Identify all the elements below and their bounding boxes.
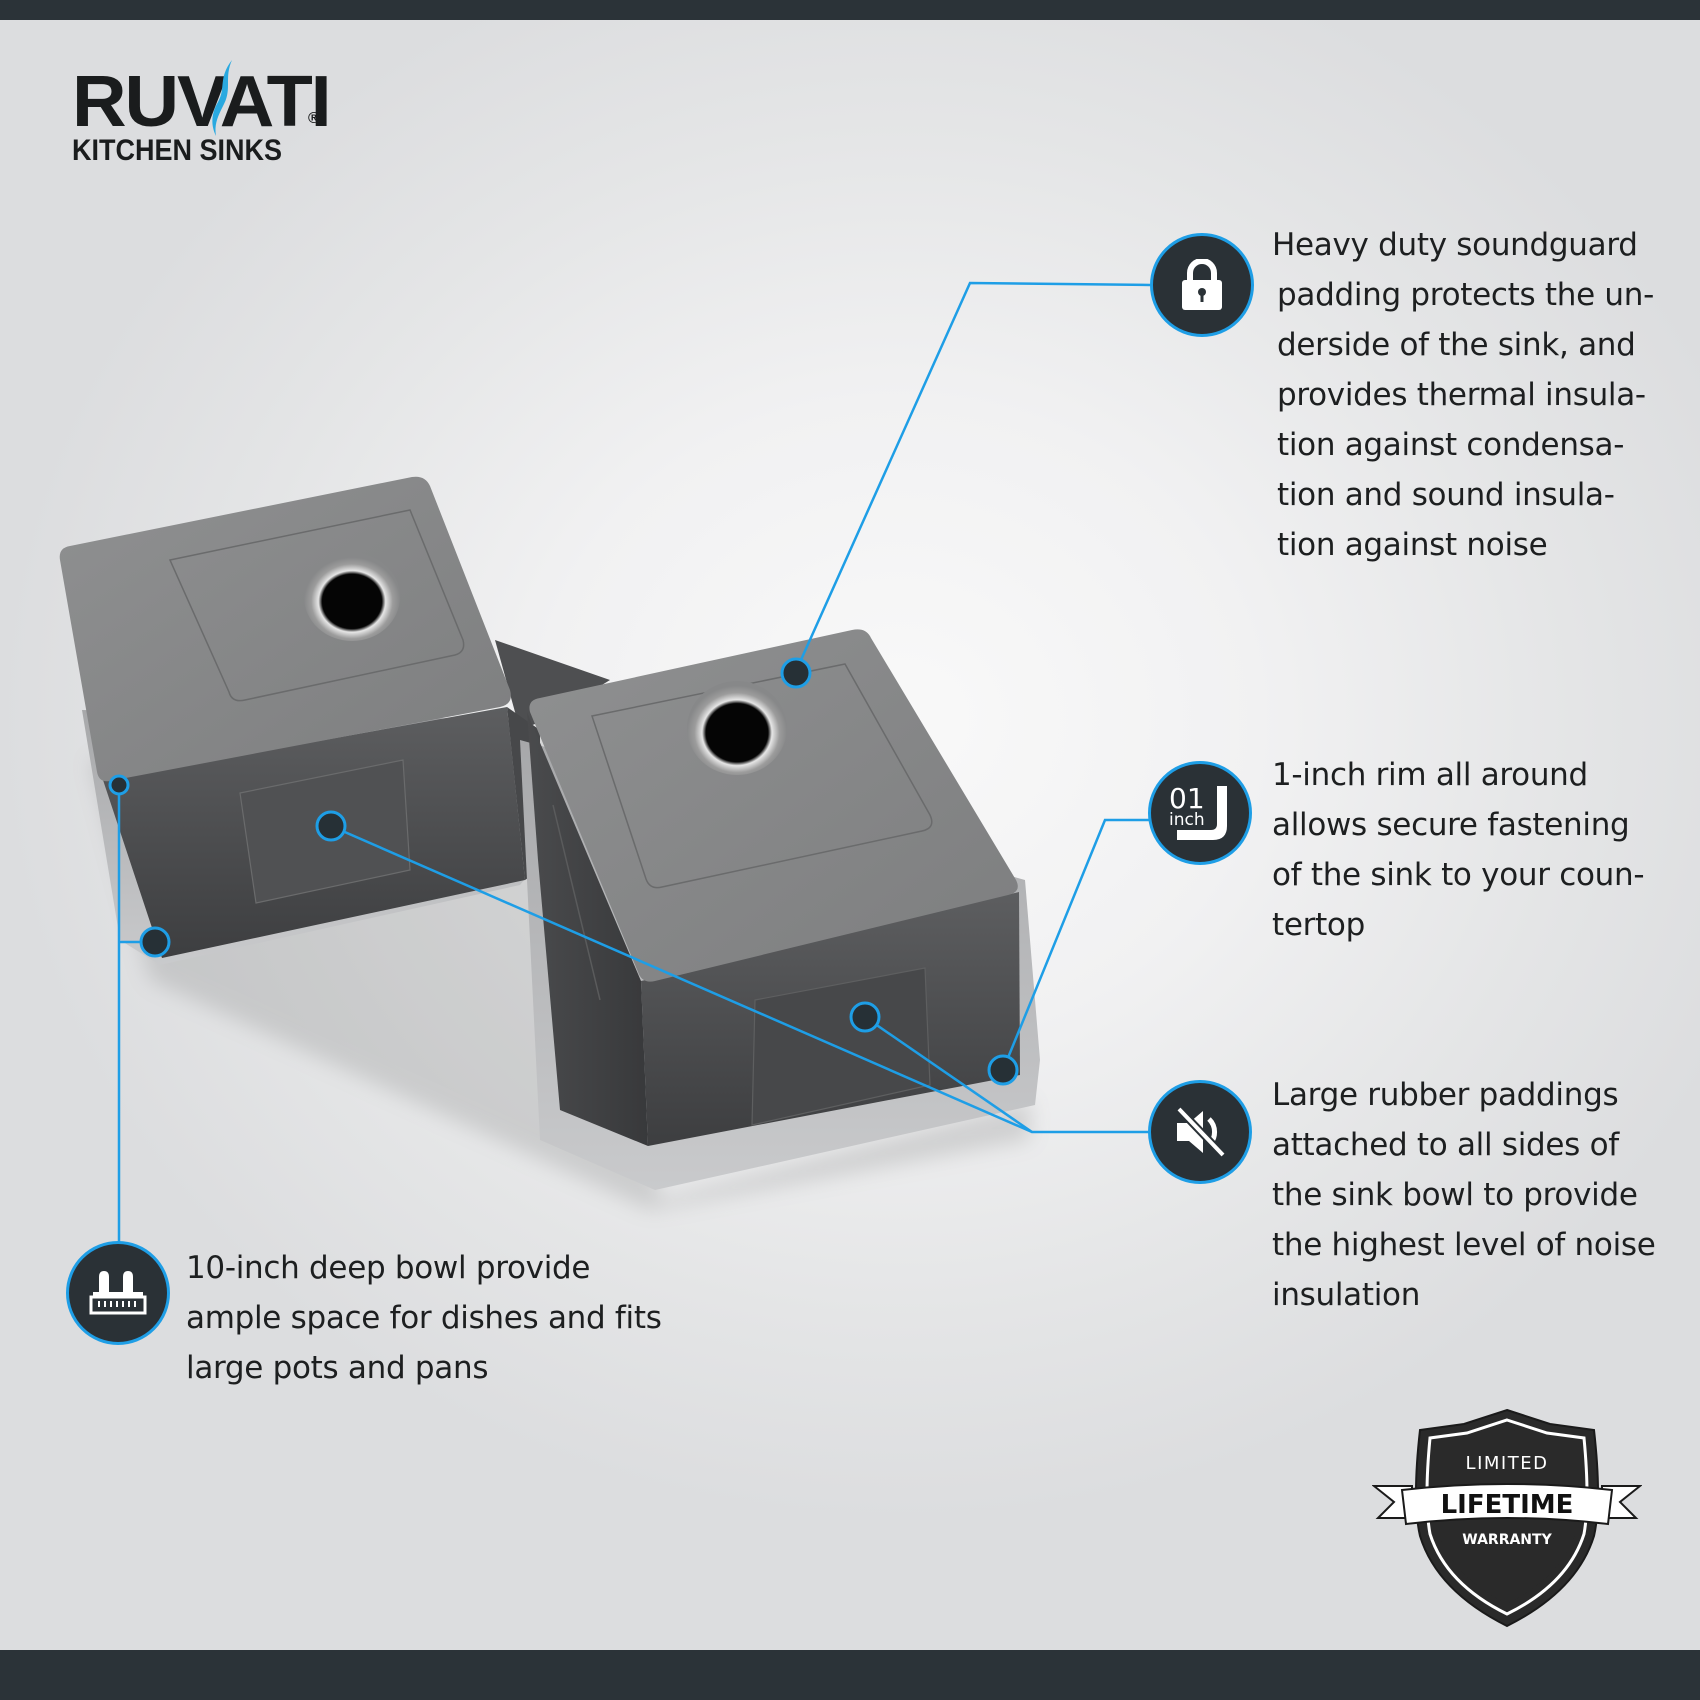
text-line: insulation xyxy=(1272,1277,1421,1313)
callout-dot-rim xyxy=(987,1054,1019,1086)
lock-icon-badge xyxy=(1150,233,1254,337)
brand-logo: RUVATI ® KITCHEN SINKS xyxy=(72,60,332,176)
text-line: the sink bowl to provide xyxy=(1272,1177,1638,1213)
text-line: attached to all sides of xyxy=(1272,1127,1619,1163)
text-line: of the sink to your coun- xyxy=(1272,857,1645,893)
top-bar xyxy=(0,0,1700,20)
callout-dots xyxy=(108,657,1019,1086)
rim-01-inch-icon: 01 inch xyxy=(1169,782,1227,840)
text-line: ample space for dishes and fits xyxy=(186,1300,662,1336)
connector-soundguard xyxy=(794,281,1151,672)
sink-divider-web xyxy=(495,640,610,730)
text-line: the highest level of noise xyxy=(1272,1227,1656,1263)
water-swoosh-icon xyxy=(212,60,232,136)
text-line: allows secure fastening xyxy=(1272,807,1630,843)
feature-rim-text: 1-inch rim all around allows secure fast… xyxy=(1272,750,1645,950)
depth-icon-badge xyxy=(66,1241,170,1345)
svg-text:LIFETIME: LIFETIME xyxy=(1441,1490,1574,1520)
lock-icon xyxy=(1182,259,1222,310)
rim-icon-badge: 01 inch xyxy=(1148,761,1252,865)
brand-subtitle: KITCHEN SINKS xyxy=(72,134,283,167)
text-line: 10-inch deep bowl provide xyxy=(186,1250,591,1286)
connector-rim xyxy=(1001,818,1150,1071)
callout-dot-padding-right xyxy=(849,1001,881,1033)
text-line: tion against noise xyxy=(1277,527,1548,563)
warranty-shield-badge: LIMITED LIFETIME WARRANTY xyxy=(1372,1408,1642,1628)
text-line: padding protects the un- xyxy=(1277,277,1654,313)
text-line: provides thermal insula- xyxy=(1277,377,1646,413)
brand-wordmark: RUVATI xyxy=(72,66,332,138)
right-bowl xyxy=(520,629,1040,1190)
text-line: derside of the sink, and xyxy=(1277,327,1636,363)
mute-speaker-icon xyxy=(1176,1106,1226,1158)
text-line: large pots and pans xyxy=(186,1350,489,1386)
svg-text:LIMITED: LIMITED xyxy=(1466,1453,1549,1474)
bottom-bar xyxy=(0,1650,1700,1700)
connector-padding-b xyxy=(330,824,1033,1134)
callout-dot-depth-bottom xyxy=(139,926,171,958)
feature-rubber-paddings-text: Large rubber paddings attached to all si… xyxy=(1272,1070,1656,1320)
mute-icon-badge xyxy=(1148,1080,1252,1184)
callout-dot-depth-top xyxy=(108,774,130,796)
svg-text:inch: inch xyxy=(1169,810,1205,830)
brand-name-part1: RUV xyxy=(72,62,222,142)
brand-name-part2: ATI xyxy=(219,62,332,142)
svg-text:WARRANTY: WARRANTY xyxy=(1462,1532,1552,1548)
text-line: Heavy duty soundguard xyxy=(1272,227,1638,263)
callout-dot-padding-left xyxy=(315,810,347,842)
feature-deep-bowl-text: 10-inch deep bowl provide ample space fo… xyxy=(186,1243,662,1393)
text-line: tertop xyxy=(1272,907,1365,943)
registered-mark: ® xyxy=(308,110,320,127)
text-line: tion and sound insula- xyxy=(1277,477,1615,513)
depth-ruler-icon xyxy=(89,1271,147,1315)
feature-soundguard-text: Heavy duty soundguard padding protects t… xyxy=(1272,220,1654,570)
connector-lines xyxy=(117,281,1151,1250)
callout-dot-soundguard xyxy=(780,657,812,689)
text-line: Large rubber paddings xyxy=(1272,1077,1619,1113)
left-bowl xyxy=(59,476,540,965)
text-line: 1-inch rim all around xyxy=(1272,757,1588,793)
text-line: tion against condensa- xyxy=(1277,427,1625,463)
svg-text:01: 01 xyxy=(1169,782,1205,815)
